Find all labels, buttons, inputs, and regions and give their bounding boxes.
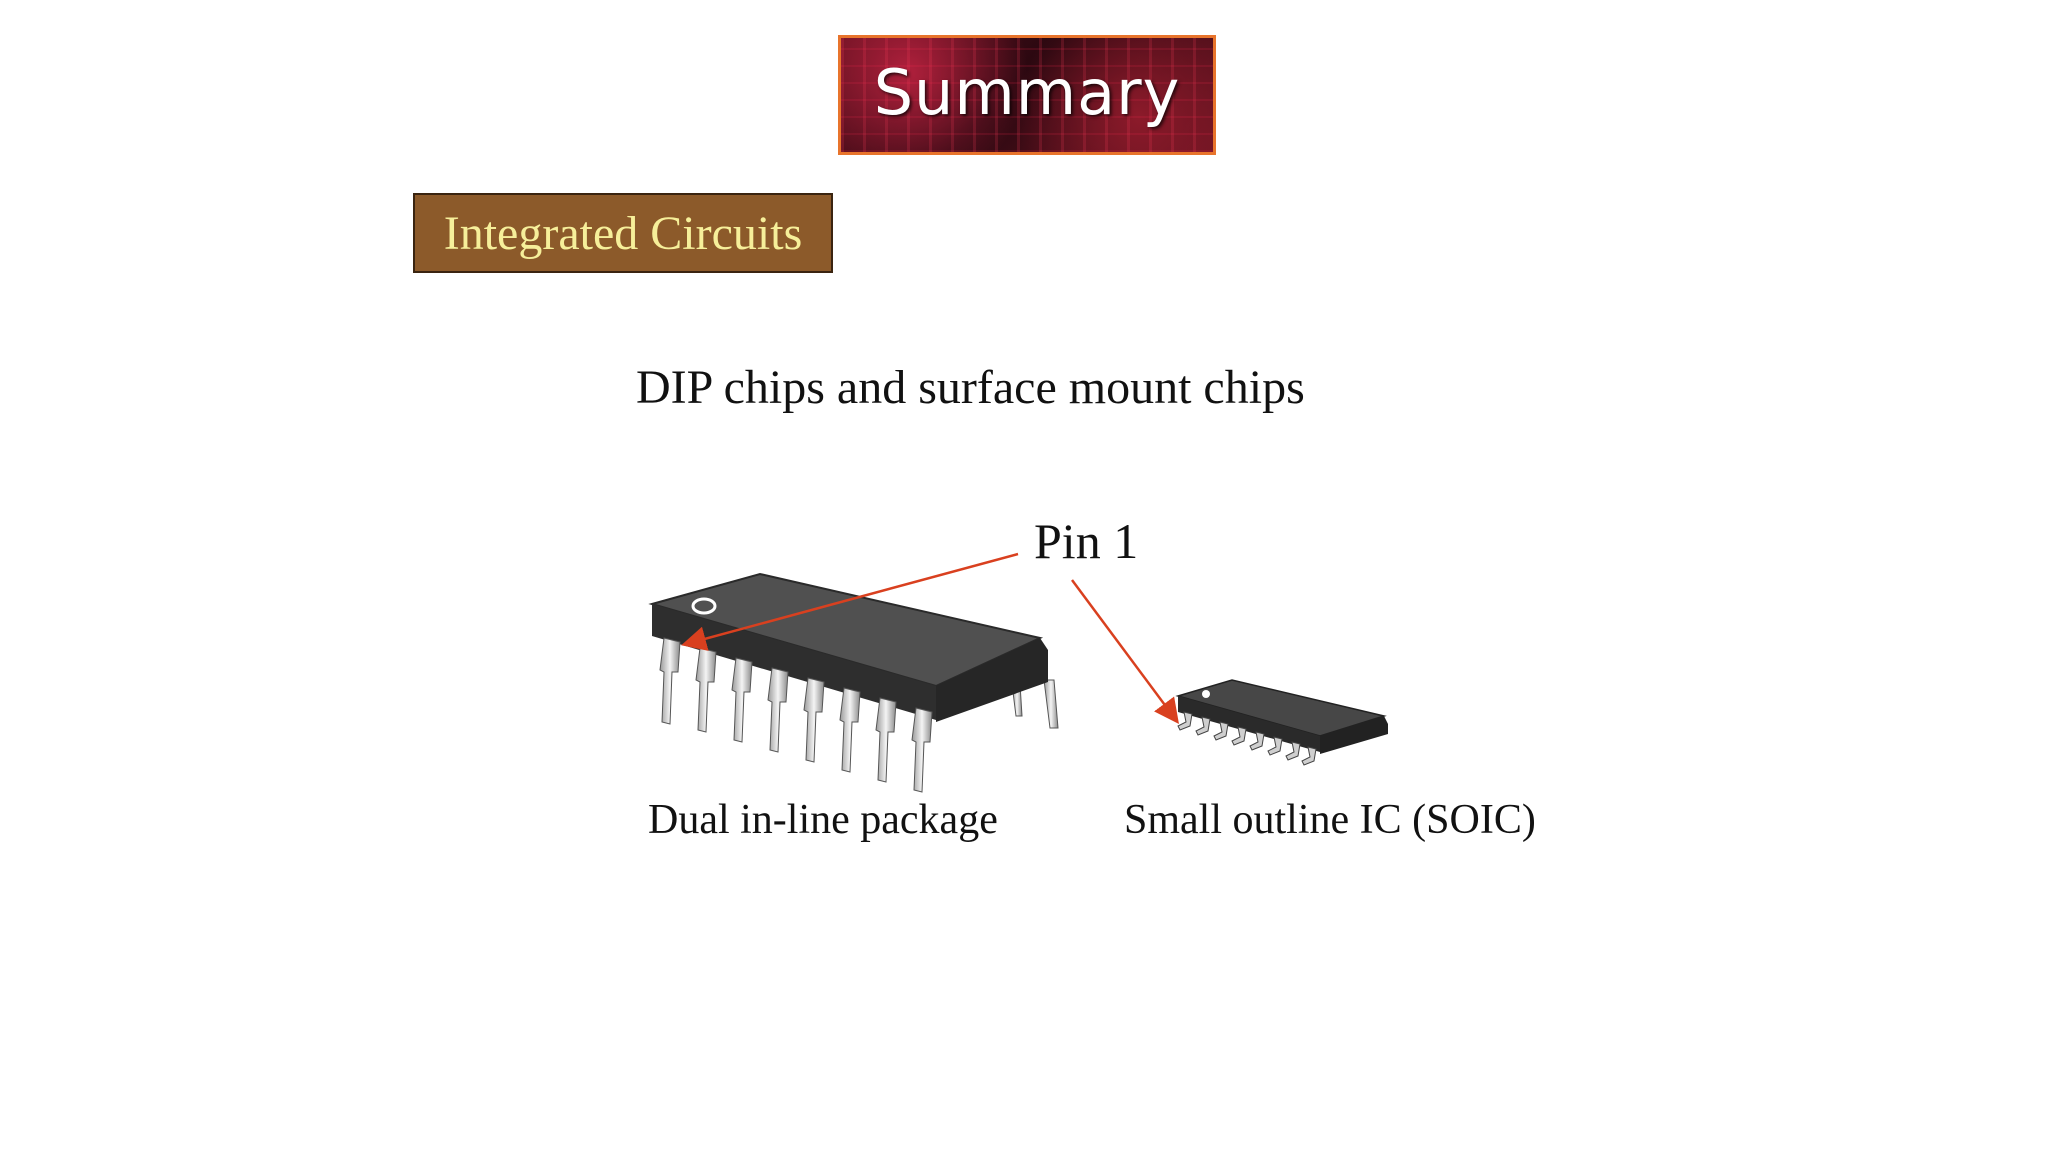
section-label: Integrated Circuits (413, 193, 833, 273)
dip-chip (648, 572, 1059, 793)
title-banner: Summary (838, 35, 1216, 155)
slide-title: Summary (873, 55, 1181, 129)
dip-front-pins (659, 637, 933, 793)
pin1-arrow-dip (681, 552, 1019, 651)
slide-heading: DIP chips and surface mount chips (636, 361, 1305, 414)
pin1-arrow-soic (1070, 579, 1179, 725)
soic-chip (1175, 679, 1388, 766)
soic-pins (1177, 711, 1317, 766)
soic-pin1-dot-icon (1202, 690, 1210, 698)
pin1-marker-icon (691, 597, 717, 615)
soic-caption: Small outline IC (SOIC) (1124, 797, 1536, 843)
pin1-label: Pin 1 (1034, 513, 1139, 569)
dip-caption: Dual in-line package (648, 797, 998, 843)
